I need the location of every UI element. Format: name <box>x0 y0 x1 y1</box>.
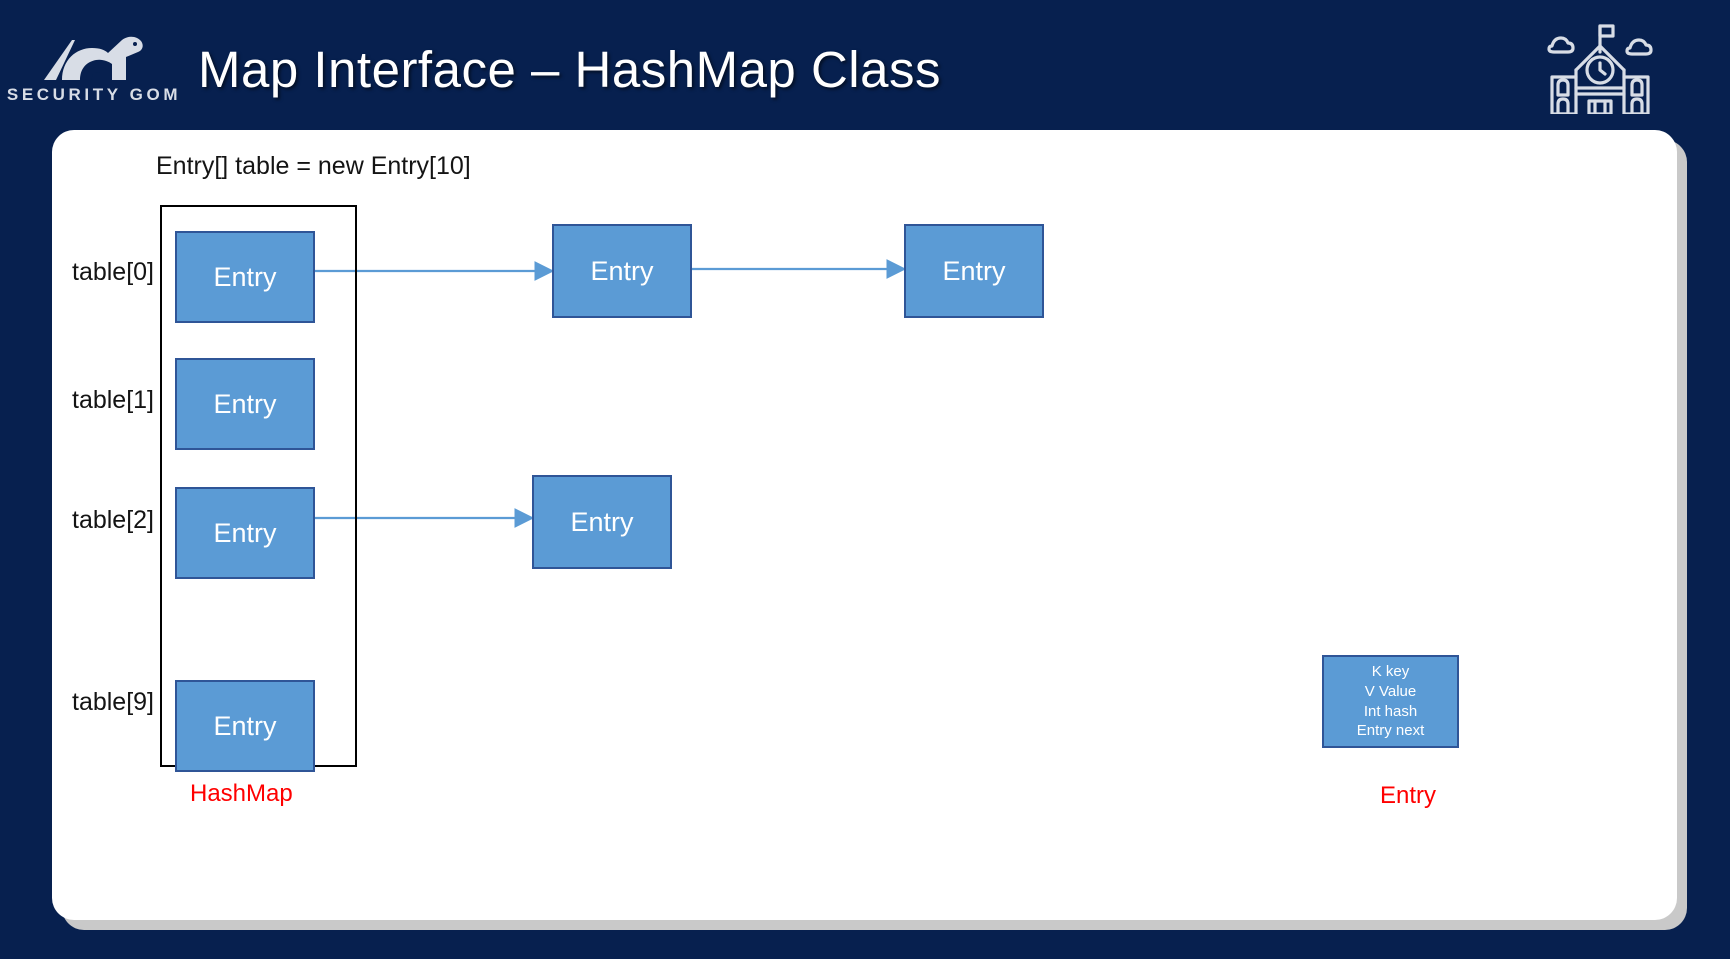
chain-node-table2-1[interactable]: Entry <box>532 475 672 569</box>
entry-field-next: Entry next <box>1356 722 1425 740</box>
entry-field-hash: Int hash <box>1363 702 1418 720</box>
content-card: Entry[] table = new Entry[10] table[0] t… <box>52 130 1677 920</box>
caption-hashmap: HashMap <box>190 780 293 807</box>
entry-box-table2[interactable]: Entry <box>175 487 315 579</box>
hashmap-diagram: Entry[] table = new Entry[10] table[0] t… <box>52 130 1677 920</box>
entry-box-table9[interactable]: Entry <box>175 680 315 772</box>
slot-label-2: table[2] <box>72 506 155 534</box>
slide-header: SECURITY GOM Map Interface – HashMap Cla… <box>0 0 1730 128</box>
slot-label-1: table[1] <box>72 386 155 414</box>
chain-node-table0-1[interactable]: Entry <box>552 224 692 318</box>
page-title: Map Interface – HashMap Class <box>198 41 941 98</box>
slot-label-9: table[9] <box>72 688 155 716</box>
slot-label-0: table[0] <box>72 258 155 286</box>
entry-struct-box[interactable]: K key V Value Int hash Entry next <box>1322 655 1459 748</box>
entry-box-table0[interactable]: Entry <box>175 231 315 323</box>
brand-logo: SECURITY GOM <box>7 30 177 116</box>
entry-field-key: K key <box>1371 662 1410 680</box>
caption-entry: Entry <box>1380 782 1437 809</box>
chain-node-table0-2[interactable]: Entry <box>904 224 1044 318</box>
logo-wordmark: SECURITY GOM <box>6 85 182 104</box>
code-declaration-label: Entry[] table = new Entry[10] <box>156 152 471 180</box>
entry-field-value: V Value <box>1364 682 1417 700</box>
entry-box-table1[interactable]: Entry <box>175 358 315 450</box>
security-gom-animal-logo <box>44 36 143 80</box>
school-building-icon <box>1547 24 1653 114</box>
